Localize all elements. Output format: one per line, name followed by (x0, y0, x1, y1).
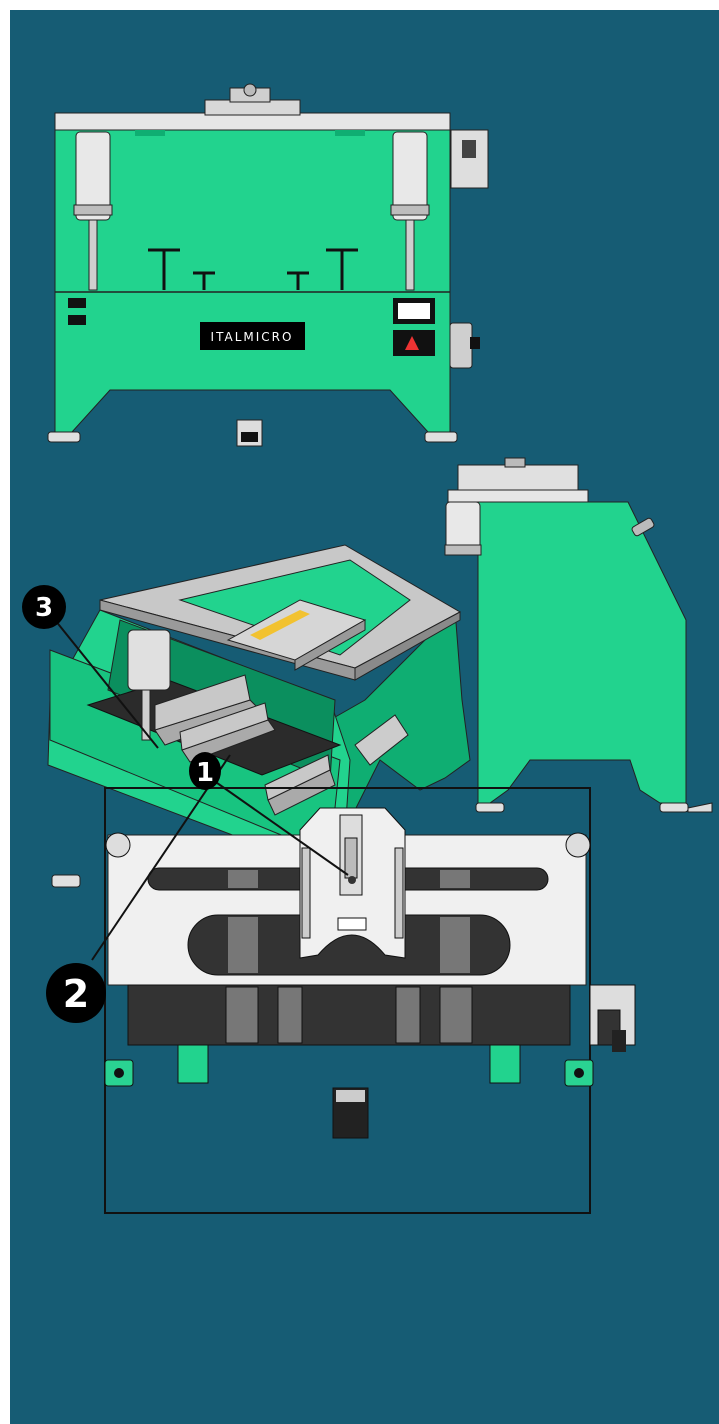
side-top-plate (447, 489, 589, 503)
callout-3: 3 (22, 585, 159, 749)
front-top-plate (54, 112, 451, 131)
iso-top-clamp (226, 599, 367, 671)
air-regulator-icon (597, 1009, 626, 1052)
front-view: ITALMICRO (47, 83, 489, 447)
callout-2-marker (46, 963, 106, 1023)
front-upper-body (54, 129, 451, 293)
side-foot-right (659, 802, 689, 813)
iso-foot-front-left (51, 874, 81, 888)
callout-1: 1 (189, 752, 349, 876)
callout-2-number: 2 (63, 972, 89, 1016)
top-leg-left (177, 1044, 209, 1084)
top-base-area (127, 984, 571, 1046)
front-foot-left (47, 431, 81, 443)
side-handle (631, 517, 655, 537)
top-foot-tl (105, 832, 131, 858)
foot-pedal-icon (332, 1087, 369, 1139)
pneumatic-cylinder-icon (444, 501, 482, 556)
front-t-supports (148, 248, 358, 290)
pneumatic-cylinder-icon (390, 131, 430, 291)
iso-dies (154, 674, 336, 816)
air-regulator-icon (449, 322, 480, 369)
callout-3-leader (54, 619, 159, 749)
foot-pedal-icon (236, 419, 263, 447)
side-pedal (687, 802, 713, 813)
side-foot-left (475, 802, 505, 813)
top-leg-right (489, 1044, 521, 1084)
front-foot-right (424, 431, 458, 443)
iso-side-bracket (354, 714, 409, 766)
side-view (444, 457, 713, 813)
top-view (104, 787, 636, 1214)
callout-3-number: 3 (35, 593, 53, 623)
front-side-block (450, 129, 489, 189)
brand-logo-panel (200, 322, 305, 350)
switch-panel-bottom (68, 315, 86, 325)
callout-1-marker (189, 752, 221, 790)
callout-3-marker (22, 585, 66, 629)
callout-1-number: 1 (196, 758, 214, 788)
brand-logo: ITALMICRO (211, 330, 294, 344)
top-clamp-assembly (299, 807, 406, 959)
switch-panel-top (68, 298, 86, 308)
pneumatic-cylinder-icon (127, 629, 171, 741)
top-foot-tr (565, 832, 591, 858)
side-top-clamp (457, 464, 579, 491)
callout-1-leader (209, 777, 349, 876)
isometric-view (47, 544, 471, 981)
pneumatic-cylinder-icon (73, 131, 113, 291)
